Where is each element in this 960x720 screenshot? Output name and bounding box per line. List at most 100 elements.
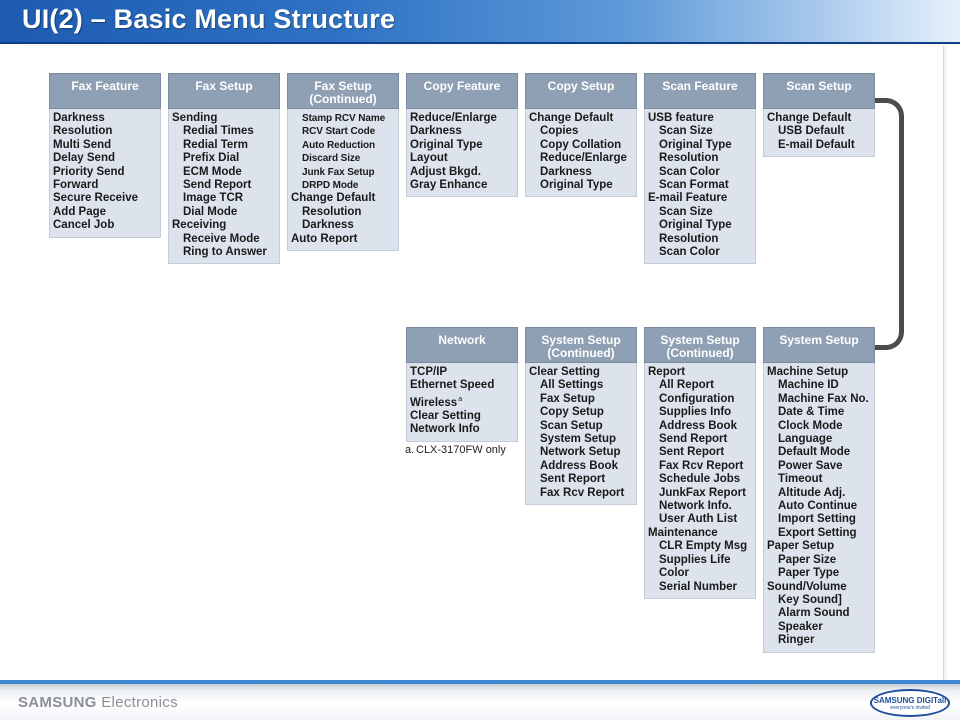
submenu-item: Resolution: [302, 205, 362, 218]
submenu-item: Altitude Adj.: [778, 486, 846, 499]
submenu-item: Schedule Jobs: [659, 473, 741, 486]
submenu-item: Date & Time: [778, 406, 845, 419]
page-title: UI(2) – Basic Menu Structure: [22, 4, 396, 34]
submenu-item: USB Default: [778, 125, 845, 138]
submenu-item: Fax Rcv Report: [540, 486, 625, 499]
menu-item: Sending: [172, 112, 218, 124]
submenu-item: Machine ID: [778, 379, 839, 392]
submenu-item: Network Info.: [659, 500, 732, 513]
menu-item: Clear Setting: [410, 410, 481, 423]
menu-column-header: Copy Setup: [525, 73, 637, 109]
menu-column-header: System Setup: [763, 327, 875, 363]
submenu-item: Paper Type: [778, 567, 840, 580]
submenu-item: Paper Size: [778, 553, 837, 566]
menu-item: TCP/IP: [410, 366, 448, 378]
submenu-item: User Auth List: [659, 513, 738, 526]
submenu-item: Speaker: [778, 620, 823, 633]
submenu-item: All Settings: [540, 379, 604, 392]
menu-item: Secure Receive: [53, 192, 139, 205]
submenu-item: Scan Size: [659, 205, 713, 218]
submenu-item: Darkness: [302, 219, 354, 232]
menu-item: Resolution: [53, 125, 113, 138]
submenu-item: Ring to Answer: [183, 246, 267, 259]
footer-bar: SAMSUNG Electronics SAMSUNG DIGITall eve…: [0, 680, 960, 720]
submenu-item: Alarm Sound: [778, 607, 850, 620]
menu-item: Network Info: [410, 423, 480, 436]
submenu-item: Sent Report: [540, 473, 606, 486]
submenu-item: Send Report: [183, 179, 252, 192]
submenu-item: Scan Color: [659, 165, 720, 178]
submenu-item: Receive Mode: [183, 232, 260, 245]
menu-item: Gray Enhance: [410, 179, 488, 192]
menu-column-header: Scan Setup: [763, 73, 875, 109]
submenu-item: Configuration: [659, 392, 735, 405]
submenu-item: E-mail Default: [778, 138, 855, 151]
menu-flow-connector: [872, 98, 904, 350]
menu-item: Receiving: [172, 219, 227, 232]
submenu-item: Import Setting: [778, 513, 856, 526]
menu-item: Clear Setting: [529, 366, 600, 378]
samsung-digitall-logo: SAMSUNG DIGITall everyone's invited: [870, 689, 950, 717]
submenu-item: Supplies Info: [659, 406, 732, 419]
submenu-item: Original Type: [540, 179, 613, 192]
menu-item: Layout: [410, 152, 448, 165]
menu-item: Reduce/Enlarge: [410, 112, 497, 124]
footnote-text: CLX-3170FW only: [416, 444, 506, 456]
menu-item: Sound/Volume: [767, 580, 847, 593]
submenu-item: Machine Fax No.: [778, 392, 869, 405]
submenu-item: System Setup: [540, 433, 617, 446]
menu-item: Darkness: [410, 125, 462, 138]
menu-item: Ethernet Speed: [410, 379, 495, 392]
menu-column-header: System Setup (Continued): [644, 327, 756, 363]
submenu-item: Key Sound]: [778, 593, 842, 606]
menu-item: Maintenance: [648, 526, 718, 539]
submenu-item: Copies: [540, 125, 579, 138]
submenu-item: Redial Times: [183, 125, 254, 138]
menu-item: Priority Send: [53, 165, 125, 178]
menu-item: Add Page: [53, 205, 107, 218]
footnote: a. CLX-3170FW only: [405, 444, 506, 456]
submenu-item: Default Mode: [778, 446, 851, 459]
menu-item: Delay Send: [53, 152, 115, 165]
submenu-item: Send Report: [659, 433, 728, 446]
title-bar: UI(2) – Basic Menu Structure: [0, 0, 960, 44]
menu-item: Paper Setup: [767, 540, 835, 553]
submenu-item: Ringer: [778, 634, 815, 647]
menu-item: Wirelessa: [410, 395, 463, 409]
submenu-item: Original Type: [659, 138, 732, 151]
submenu-item: Address Book: [540, 459, 618, 472]
submenu-item: Serial Number: [659, 580, 737, 593]
submenu-item: Scan Color: [659, 246, 720, 259]
submenu-item: Supplies Life: [659, 553, 731, 566]
submenu-item: Language: [778, 433, 833, 446]
footnote-marker: a: [458, 395, 463, 403]
submenu-item: Color: [659, 567, 690, 580]
menu-column-header: Scan Feature: [644, 73, 756, 109]
submenu-item: All Report: [659, 379, 714, 392]
submenu-item: Resolution: [659, 232, 719, 245]
menu-column-header: Network: [406, 327, 518, 363]
menu-column-header: Fax Setup: [168, 73, 280, 109]
footer-brand-light: Electronics: [96, 694, 178, 711]
submenu-item: Clock Mode: [778, 419, 843, 432]
menu-item: USB feature: [648, 112, 714, 124]
submenu-item: CLR Empty Msg: [659, 540, 748, 553]
submenu-item: Dial Mode: [183, 205, 238, 218]
submenu-item: JunkFax Report: [659, 486, 746, 499]
